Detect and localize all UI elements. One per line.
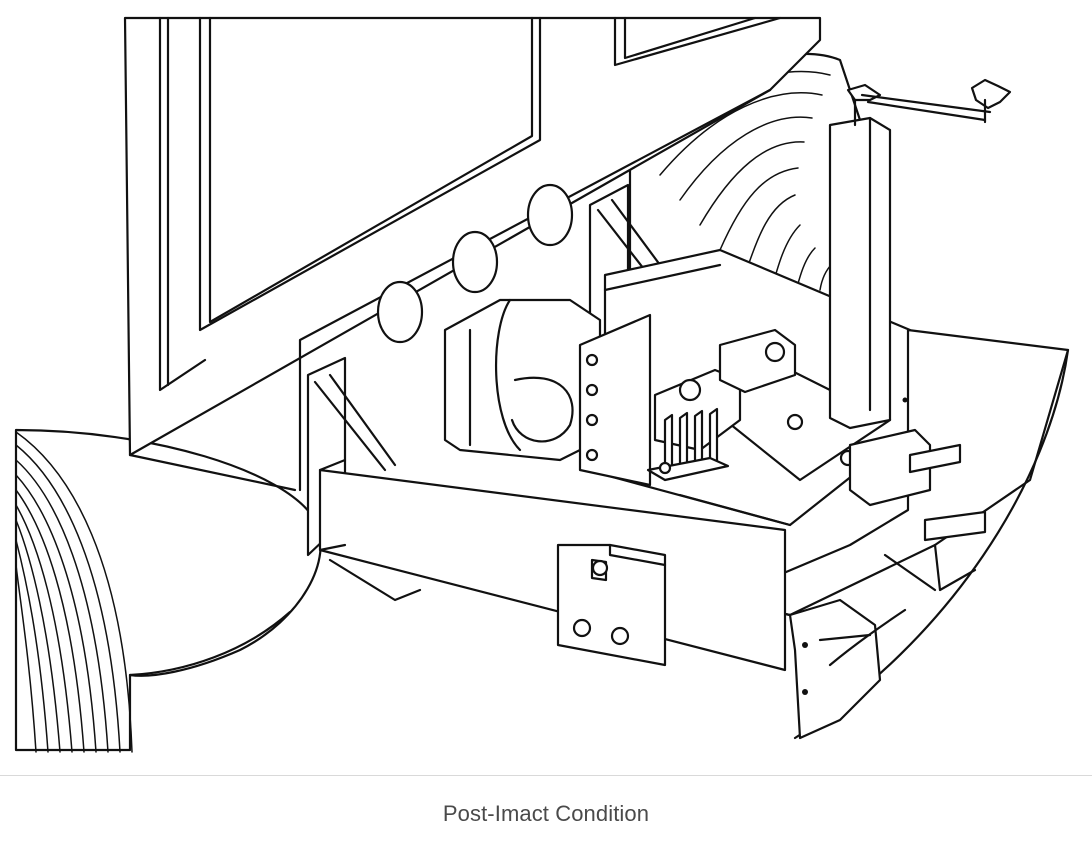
- line-drawing: [14, 16, 1070, 753]
- figure-caption: Post-Imact Condition: [442, 801, 650, 826]
- crossbeam-icon: [318, 458, 787, 672]
- bolted-plate-icon: [556, 543, 667, 667]
- deck-bolts-icon: [786, 397, 943, 467]
- bumper-bracket-icon: [718, 328, 1070, 740]
- caption-divider: [0, 775, 1092, 776]
- left-wheel-icon: [14, 428, 322, 753]
- hitch-jack-icon: [828, 78, 1012, 430]
- latch-plate-icon: [578, 313, 797, 487]
- hitch-coupler-icon: [443, 298, 602, 462]
- underbody-holes-icon: [376, 183, 574, 344]
